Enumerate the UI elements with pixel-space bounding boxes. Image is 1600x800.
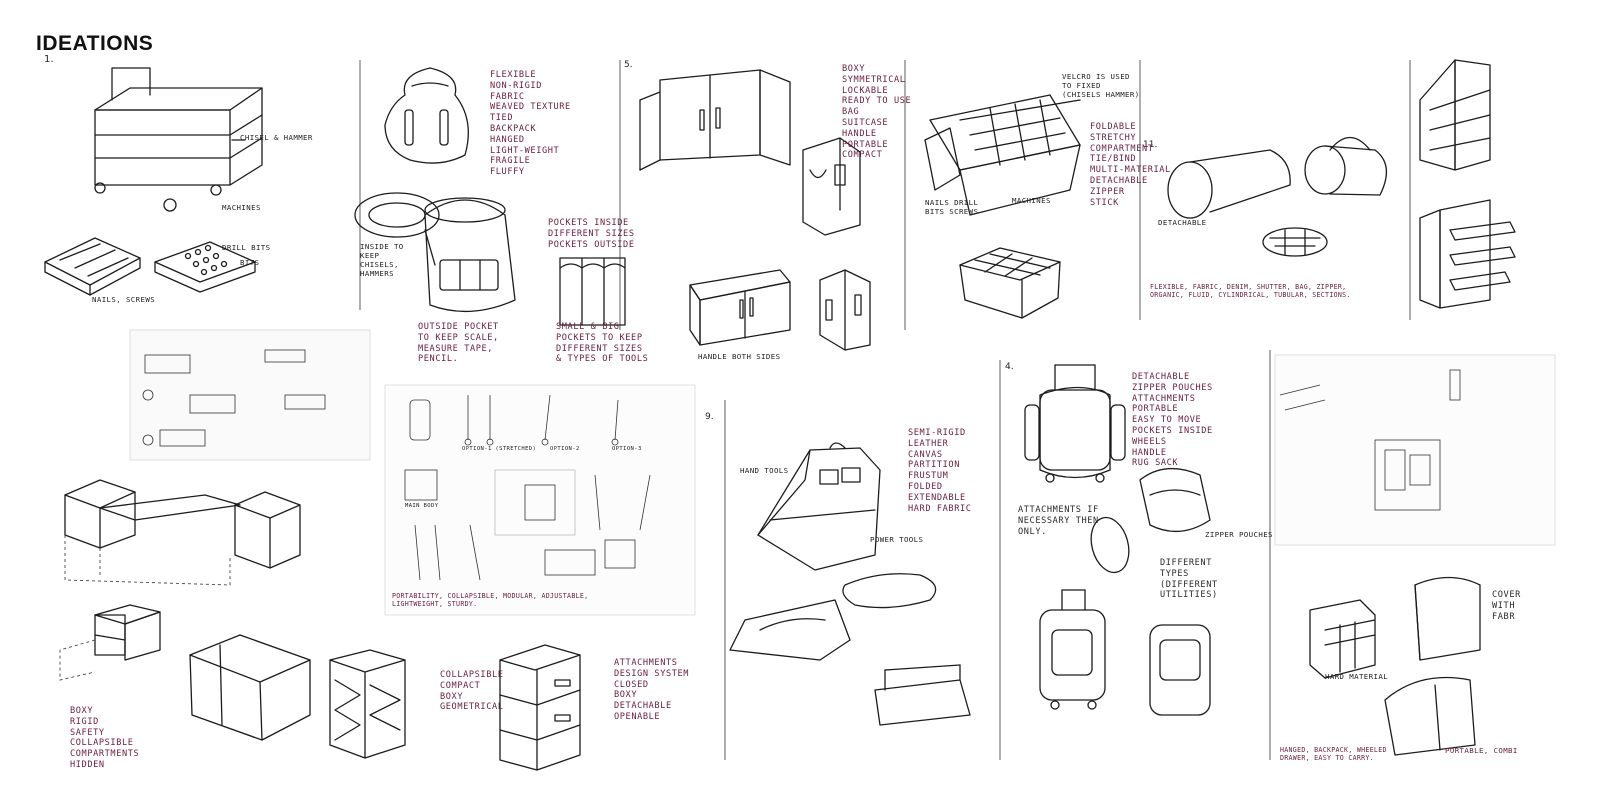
tool-bag-sketch	[757, 442, 881, 571]
note-box5: BOXY SYMMETRICAL LOCKABLE READY TO USE B…	[842, 64, 912, 161]
label-nails-drill: NAILS DRILL BITS SCREWS	[925, 198, 979, 216]
note-pockets: POCKETS INSIDE DIFFERENT SIZES POCKETS O…	[548, 218, 635, 250]
suitcase-closed-sketch	[802, 137, 861, 236]
hard-case-sketch	[1309, 599, 1376, 679]
workstation-info-panel	[1274, 354, 1556, 546]
section-number-9: 9.	[705, 412, 714, 422]
note-outside-pocket: OUTSIDE POCKET TO KEEP SCALE, MEASURE TA…	[418, 322, 499, 365]
note-attachments-if: ATTACHMENTS IF NECESSARY THEN ONLY.	[1018, 505, 1099, 537]
panel-dividers	[359, 60, 1411, 760]
label-main-body: MAIN BODY	[405, 503, 439, 509]
trolley-options-panel	[384, 384, 696, 616]
label-nails: NAILS, SCREWS	[92, 295, 156, 304]
big-box-sketch	[189, 634, 311, 741]
section-number-5: 5.	[624, 60, 633, 70]
drawer-tower-sketch	[499, 644, 581, 771]
note-sack: FLEXIBLE NON-RIGID FABRIC WEAVED TEXTURE…	[490, 70, 571, 178]
note-attachments: ATTACHMENTS DESIGN SYSTEM CLOSED BOXY DE…	[614, 658, 690, 722]
tray-sketch-nails	[44, 237, 141, 296]
shelf-unit-sketch-top	[1419, 59, 1491, 171]
note-trolley-caption: PORTABILITY, COLLAPSIBLE, MODULAR, ADJUS…	[392, 592, 589, 608]
label-drill-bits: DRILL BITS	[222, 243, 271, 252]
backpack-sketch	[424, 197, 516, 313]
label-zipper-pouches: ZIPPER POUCHES	[1205, 530, 1273, 539]
label-detachable: DETACHABLE	[1158, 218, 1207, 227]
foldable-organizer-sketch	[924, 94, 1081, 216]
suitcase-rucksack-sketch	[1039, 589, 1211, 716]
label-option-1: OPTION-1 (STRETCHED)	[462, 446, 537, 452]
note-small-pockets: SMALL & BIG POCKETS TO KEEP DIFFERENT SI…	[556, 322, 649, 365]
label-drill-bits-2: BITS	[240, 258, 260, 267]
stacked-blocks-sketch	[94, 604, 161, 661]
note-semi-rigid: SEMI-RIGID LEATHER CANVAS PARTITION FRUS…	[908, 428, 972, 514]
note-cylinder: FLEXIBLE, FABRIC, DENIM, SHUTTER, BAG, Z…	[1150, 283, 1351, 299]
collapsible-blocks-sketch	[64, 479, 301, 569]
section-number-4: 4.	[1005, 362, 1014, 372]
shelf-unit-sketch-bottom	[1419, 199, 1516, 309]
label-handle-both: HANDLE BOTH SIDES	[698, 352, 781, 361]
cart-sketch	[94, 67, 263, 212]
mini-sketch-panel	[129, 329, 371, 461]
note-collapsible: COLLAPSIBLE COMPACT BOXY GEOMETRICAL	[440, 670, 504, 713]
folded-case-sketch	[819, 269, 871, 351]
label-chisel: CHISEL & HAMMER	[240, 133, 313, 142]
ring-holder-sketch	[354, 192, 440, 238]
label-machines-2: MACHINES	[1012, 196, 1051, 205]
label-portable-combi: PORTABLE, COMBI	[1445, 746, 1518, 755]
label-machines: MACHINES	[222, 203, 261, 212]
frustum-sketch	[729, 599, 851, 661]
note-different-types: DIFFERENT TYPES (DIFFERENT UTILITIES)	[1160, 558, 1218, 601]
stacked-blocks-dashed	[59, 639, 96, 681]
sack-sketch	[384, 67, 469, 164]
label-velcro: VELCRO IS USED TO FIXED (CHISELS HAMMER)	[1062, 72, 1140, 99]
portable-case-sketch	[1384, 676, 1476, 756]
suitcase-open-sketch	[639, 69, 791, 171]
note-boxy-rigid: BOXY RIGID SAFETY COLLAPSIBLE COMPARTMEN…	[70, 706, 140, 770]
label-option-2: OPTION-2	[550, 446, 580, 452]
note-detachable: DETACHABLE ZIPPER POUCHES ATTACHMENTS PO…	[1132, 372, 1213, 469]
label-hand-tools: HAND TOOLS	[740, 466, 789, 475]
pocket-panel-sketch	[559, 257, 626, 326]
section-number-11: 11.	[1143, 140, 1158, 150]
tray-sketch-drill	[154, 241, 256, 293]
label-power-tools: POWER TOOLS	[870, 535, 924, 544]
label-option-3: OPTION-3	[612, 446, 642, 452]
page-title: IDEATIONS	[36, 32, 154, 55]
label-hard-material: HARD MATERIAL	[1325, 672, 1389, 681]
rucksack-trolley-sketch	[1024, 364, 1126, 483]
label-inside: INSIDE TO KEEP CHISELS, HAMMERS	[360, 242, 404, 278]
collapsible-blocks-dashed	[64, 535, 231, 586]
pad-sketch	[842, 573, 937, 609]
covered-box-sketch	[1414, 576, 1481, 661]
zipper-pouch-sketch	[1090, 467, 1211, 574]
tray-handle-sketch	[874, 664, 971, 726]
collapsible-tower-sketch	[329, 649, 406, 759]
section-number-1: 1.	[44, 54, 54, 65]
suitcase-long-sketch	[689, 269, 791, 346]
note-foldable: FOLDABLE STRETCHY COMPARTMENT TIE/BIND M…	[1090, 122, 1171, 208]
basket-sketch	[959, 247, 1061, 319]
note-cover: COVER WITH FABR	[1492, 590, 1521, 622]
cylinder-bag-sketch	[1167, 136, 1387, 257]
note-hanged: HANGED, BACKPACK, WHEELED DRAWER, EASY T…	[1280, 746, 1387, 762]
